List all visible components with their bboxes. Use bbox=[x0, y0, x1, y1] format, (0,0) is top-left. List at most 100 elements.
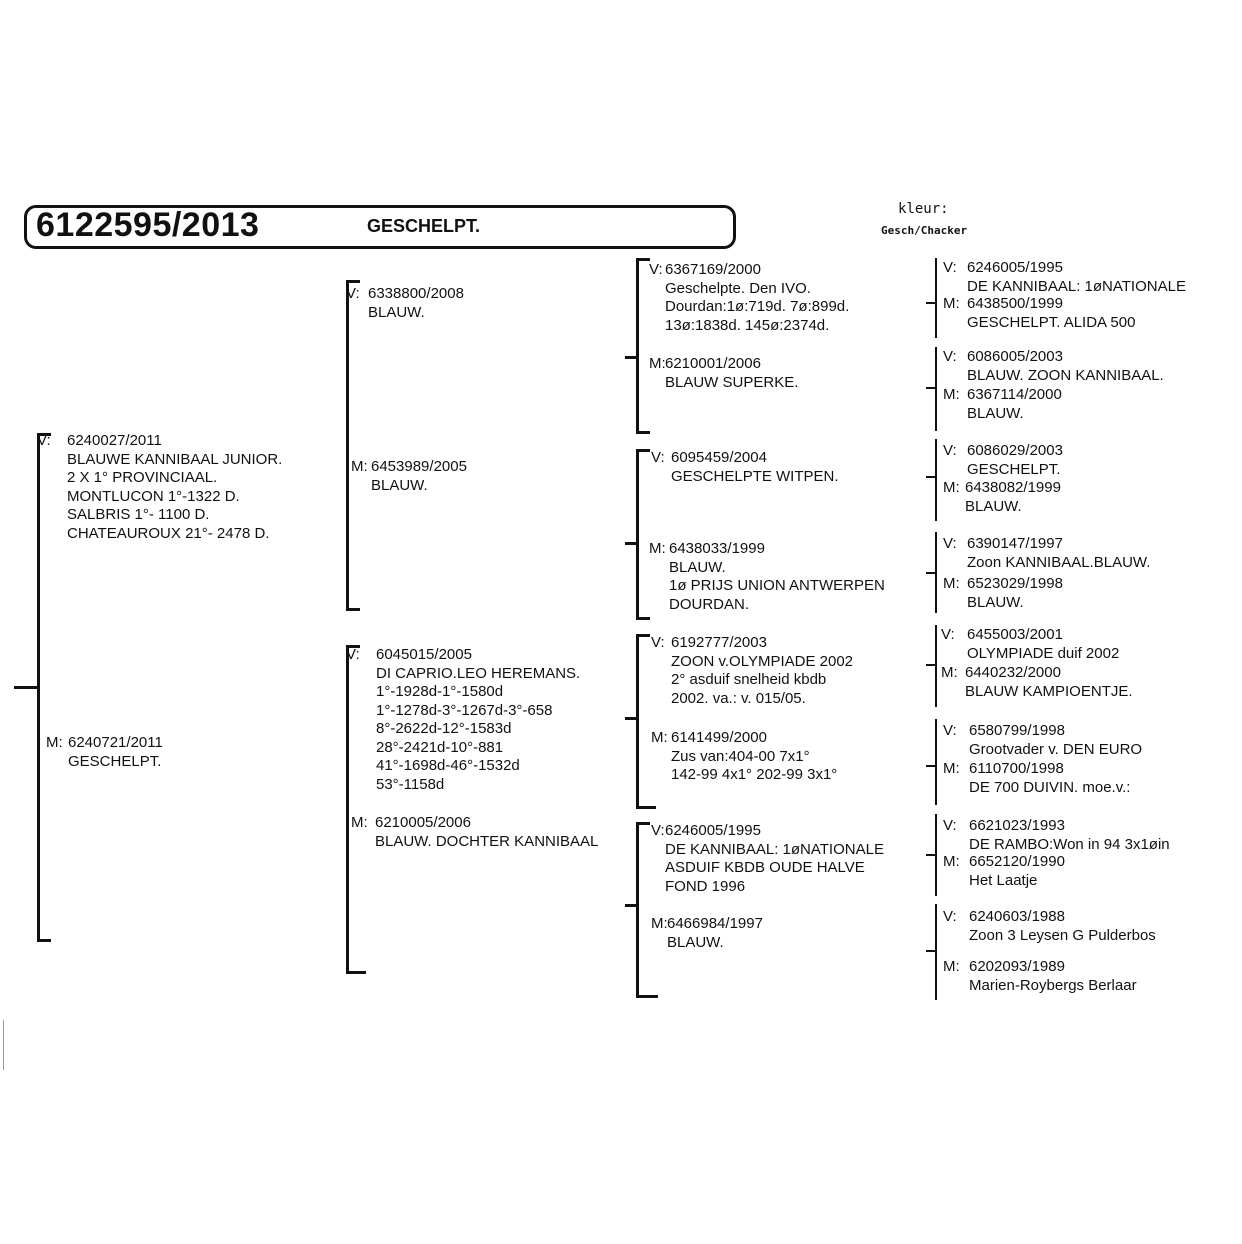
ring-number: 6523029/1998 bbox=[967, 575, 1063, 592]
info-line: GESCHELPTE WITPEN. bbox=[671, 467, 839, 485]
ring-number: 6086029/2003 bbox=[967, 442, 1063, 459]
bracket-gen3d-stub bbox=[625, 904, 637, 907]
info-line: 2° asduif snelheid kbdb bbox=[671, 671, 827, 688]
info-line: 13ø:1838d. 145ø:2374d. bbox=[665, 316, 830, 334]
mother-label: M: bbox=[649, 540, 666, 557]
ring-number: 6240027/2011 bbox=[67, 432, 162, 449]
info-line: BLAUW KAMPIOENTJE. bbox=[965, 682, 1133, 700]
info-line: 2002. va.: v. 015/05. bbox=[671, 689, 806, 707]
bracket-gen4f bbox=[935, 719, 937, 805]
father-label: V: bbox=[943, 259, 957, 276]
info-line: 28°-2421d-10°-881 bbox=[376, 738, 504, 756]
ring-number: 6045015/2005 bbox=[376, 646, 472, 663]
info-line: Het Laatje bbox=[969, 871, 1038, 889]
info-line: Zoon 3 Leysen G Pulderbos bbox=[969, 926, 1156, 944]
ring-number: 6110700/1998 bbox=[969, 760, 1064, 777]
info-line: BLAUW. bbox=[967, 404, 1024, 422]
bracket-gen3c-bottom bbox=[636, 806, 656, 809]
father-label: V: bbox=[941, 626, 955, 643]
ring-number: 6455003/2001 bbox=[967, 626, 1063, 643]
ring-number: 6210001/2006 bbox=[665, 355, 761, 372]
ring-number: 6086005/2003 bbox=[967, 348, 1063, 365]
info-line: SALBRIS 1°- 1100 D. bbox=[67, 506, 210, 523]
info-line: DE RAMBO:Won in 94 3x1øin bbox=[969, 835, 1170, 853]
bracket-gen2b-top bbox=[346, 645, 360, 648]
bracket-gen4b-stub bbox=[926, 387, 936, 389]
father-label: V: bbox=[346, 285, 360, 302]
bracket-gen3b-stub bbox=[625, 542, 637, 545]
mother-label: M: bbox=[651, 915, 668, 932]
mother-label: M: bbox=[943, 386, 960, 403]
father-label: V: bbox=[943, 908, 957, 925]
mother-label: M: bbox=[943, 760, 960, 777]
mother-label: M: bbox=[943, 958, 960, 975]
bracket-gen4g bbox=[935, 814, 937, 896]
ring-number: 6440232/2000 bbox=[965, 664, 1061, 681]
bracket-gen4g-stub bbox=[926, 854, 936, 856]
father-label: V: bbox=[651, 449, 665, 466]
bracket-gen4c bbox=[935, 439, 937, 521]
bracket-gen4f-stub bbox=[926, 765, 936, 767]
info-line: DI CAPRIO.LEO HEREMANS. bbox=[376, 664, 581, 682]
info-line: BLAUW. bbox=[667, 933, 724, 951]
bracket-gen3c-top bbox=[636, 634, 650, 637]
bracket-gen3a-vertical bbox=[636, 258, 639, 434]
ring-number: 6367114/2000 bbox=[967, 386, 1062, 403]
info-line: MONTLUCON 1°-1322 D. bbox=[67, 487, 240, 505]
info-line: 1°-1928d-1°-1580d bbox=[376, 683, 504, 700]
info-line: Geschelpte. Den IVO. bbox=[665, 279, 811, 297]
info-line: Zus van:404-00 7x1° bbox=[671, 747, 810, 765]
father-label: V: bbox=[943, 535, 957, 552]
info-line: GESCHELPT. ALIDA 500 bbox=[967, 313, 1136, 331]
info-line: DE KANNIBAAL: 1øNATIONALE bbox=[665, 840, 884, 858]
info-line: DE 700 DUIVIN. moe.v.: bbox=[969, 778, 1131, 796]
info-line: ZOON v.OLYMPIADE 2002 bbox=[671, 652, 853, 670]
info-line: Zoon KANNIBAAL.BLAUW. bbox=[967, 553, 1151, 571]
info-line: GESCHELPT. bbox=[68, 752, 162, 770]
bracket-gen4e bbox=[935, 625, 937, 707]
kleur-value: Gesch/Chacker bbox=[881, 224, 968, 237]
ring-number: 6438500/1999 bbox=[967, 295, 1063, 312]
info-line: Marien-Roybergs Berlaar bbox=[969, 976, 1137, 994]
info-line: DOURDAN. bbox=[669, 595, 750, 613]
info-line: BLAUW. bbox=[669, 558, 726, 576]
info-line: GESCHELPT. bbox=[967, 460, 1061, 478]
info-line: FOND 1996 bbox=[665, 877, 746, 895]
bracket-gen4b bbox=[935, 347, 937, 431]
mother-label: M: bbox=[943, 295, 960, 312]
mother-label: M: bbox=[943, 479, 960, 496]
ring-number: 6210005/2006 bbox=[375, 814, 471, 831]
info-line: Dourdan:1ø:719d. 7ø:899d. bbox=[665, 298, 850, 315]
pigeon-color: GESCHELPT. bbox=[367, 216, 481, 236]
info-line: CHATEAUROUX 21°- 2478 D. bbox=[67, 524, 270, 542]
ring-number: 6141499/2000 bbox=[671, 729, 767, 746]
father-label: V: bbox=[346, 646, 360, 663]
mother-label: M: bbox=[943, 575, 960, 592]
mother-label: M: bbox=[351, 814, 368, 831]
bracket-gen1-stub bbox=[14, 686, 38, 689]
bracket-gen4e-stub bbox=[926, 664, 936, 666]
info-line: BLAUW. bbox=[967, 593, 1024, 611]
ring-number: 6466984/1997 bbox=[667, 915, 763, 932]
mother-label: M: bbox=[941, 664, 958, 681]
ring-number: 6246005/1995 bbox=[967, 259, 1063, 276]
father-label: V: bbox=[943, 442, 957, 459]
bracket-gen2b-bottom bbox=[346, 971, 366, 974]
bracket-gen3b-bottom bbox=[636, 617, 650, 620]
ring-number: 6453989/2005 bbox=[371, 458, 467, 475]
